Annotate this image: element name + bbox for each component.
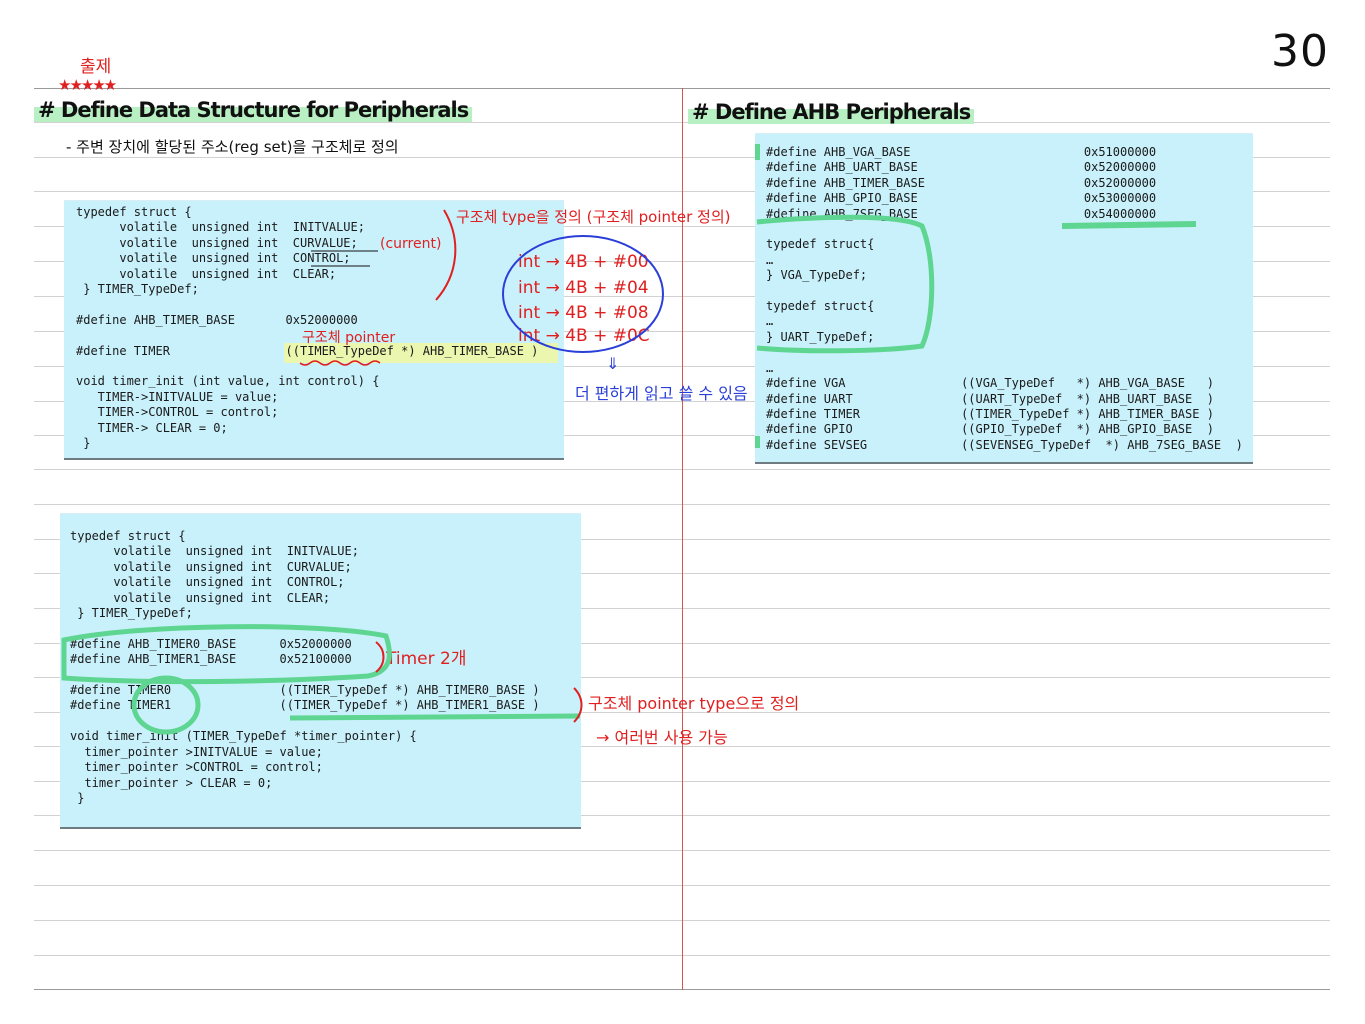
annotation-easier: 더 편하게 읽고 쓸 수 있음 [575, 384, 748, 403]
annotation-reuse: → 여러번 사용 가능 [596, 728, 728, 747]
annotation-offset-0: int → 4B + #00 [518, 252, 649, 272]
annotation-struct-pointer: 구조체 pointer [302, 330, 396, 346]
code-box-timer-single [64, 200, 564, 460]
annotation-current: (current) [380, 236, 442, 252]
annotation-offset-3: int → 4B + #0C [518, 326, 650, 346]
left-heading: # Define Data Structure for Peripherals [34, 98, 473, 122]
code-block-ahb: #define AHB_VGA_BASE 0x51000000 #define … [766, 145, 1243, 452]
exam-mark: 출제 [80, 57, 112, 77]
star-rating: ★★★★★ [58, 76, 117, 94]
left-subtitle: - 주변 장치에 할당된 주소(reg set)을 구조체로 정의 [66, 138, 399, 156]
highlight-marker [284, 343, 558, 363]
annotation-offset-2: int → 4B + #08 [518, 303, 649, 323]
annotation-struct-type: 구조체 type을 정의 (구조체 pointer 정의) [456, 208, 731, 226]
annotation-timer-two: Timer 2개 [386, 649, 467, 669]
margin-line [682, 88, 683, 990]
annotation-offset-1: int → 4B + #04 [518, 278, 649, 298]
down-arrow-icon: ⇓ [606, 354, 620, 373]
page-number: 30 [1271, 26, 1329, 77]
code-block-timer-single: typedef struct { volatile unsigned int I… [76, 205, 539, 451]
code-block-timer-double: typedef struct { volatile unsigned int I… [70, 529, 540, 805]
annotation-pointer-type: 구조체 pointer type으로 정의 [588, 694, 800, 713]
right-heading: # Define AHB Peripherals [688, 100, 975, 124]
